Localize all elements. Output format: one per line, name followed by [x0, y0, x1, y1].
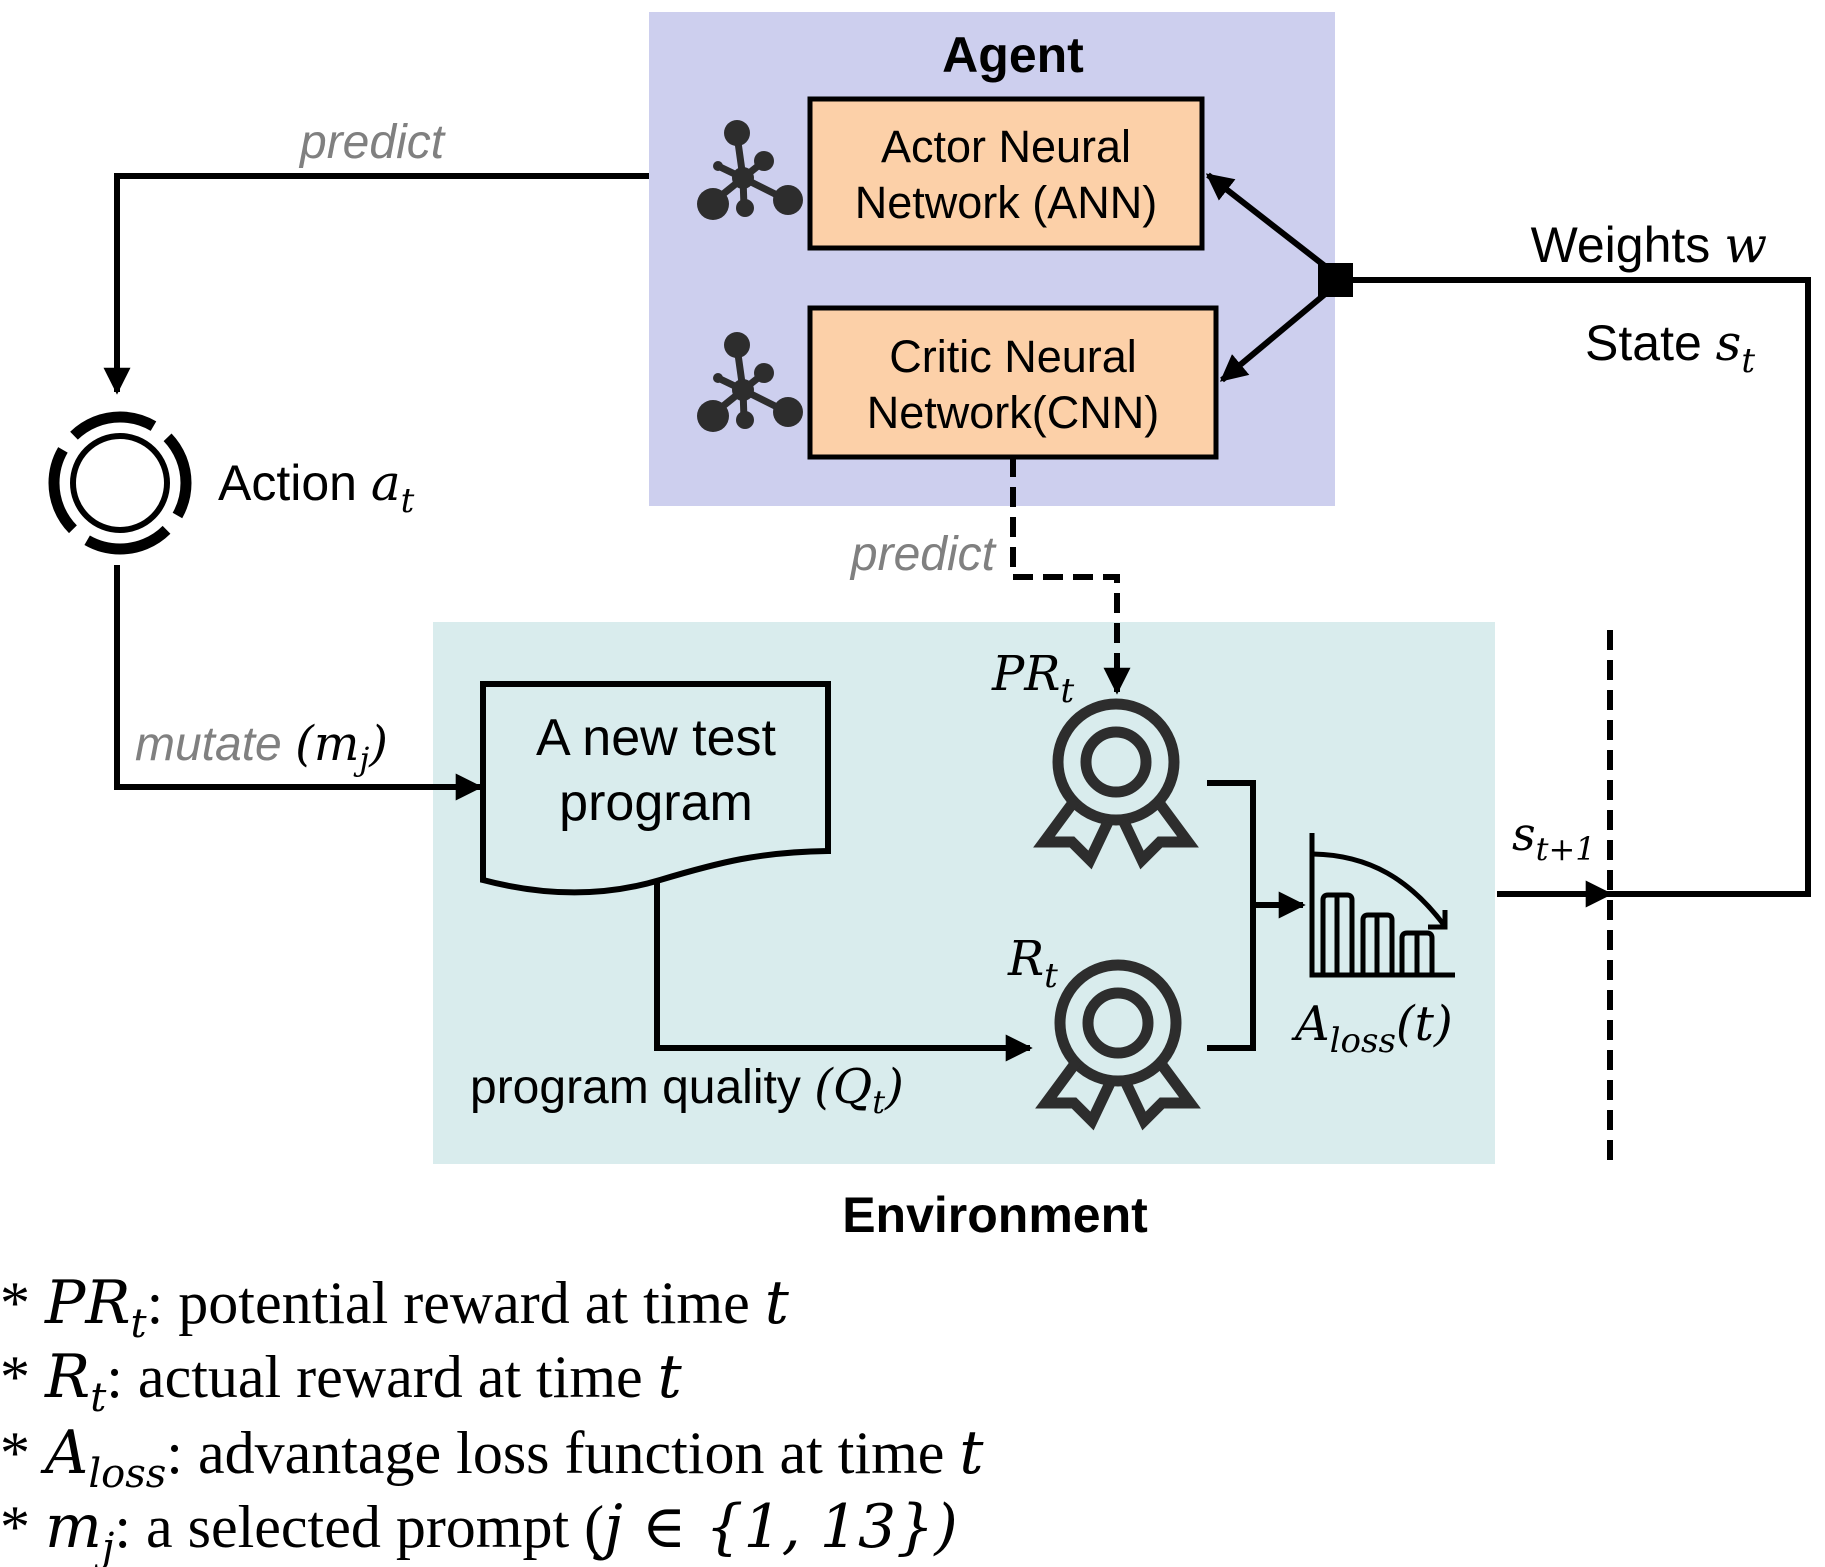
advantage-label: Aloss(t) [1291, 996, 1453, 1061]
quality-path [654, 880, 1033, 1062]
actual-reward-label: Rt [1007, 931, 1058, 996]
weights-label: Weights w [1531, 216, 1767, 274]
award-ribbon-icon [1035, 959, 1201, 1131]
action-label: Action at [218, 454, 415, 521]
actor-label-line1: Actor Neural [881, 121, 1131, 172]
quality-label: program quality (Qt) [470, 1059, 904, 1121]
next-state-label: st+1 [1512, 807, 1596, 868]
predict-label-bottom: predict [849, 528, 997, 581]
declining-bar-chart-icon [1309, 833, 1455, 978]
environment-title: Environment [842, 1187, 1148, 1243]
legend: * PRt: potential reward at time t* Rt: a… [0, 1268, 984, 1567]
reward-merge-bracket [1207, 780, 1256, 1051]
critic-label-line2: Network(CNN) [867, 387, 1160, 438]
document-label-line2: program [559, 774, 753, 832]
actor-network-box: Actor Neural Network (ANN) [807, 96, 1205, 251]
weights-state-loop [1353, 277, 1811, 897]
neural-network-icon [697, 332, 803, 432]
predict-path-to-potential-reward [1010, 457, 1131, 695]
legend-item: * PRt: potential reward at time t [0, 1268, 790, 1347]
state-label: State st [1585, 314, 1755, 381]
mutate-path [114, 565, 483, 801]
legend-item: * mj: a selected prompt (j ∈ {1, 13}) [0, 1492, 958, 1567]
potential-reward-label: PRt [991, 646, 1074, 711]
predict-label-top: predict [298, 116, 446, 169]
actor-label-line2: Network (ANN) [855, 177, 1158, 228]
agent-title: Agent [942, 27, 1084, 83]
target-icon [48, 411, 192, 555]
arrow-to-critic [1219, 287, 1332, 383]
legend-item: * Aloss: advantage loss function at time… [0, 1418, 984, 1497]
document-label-line1: A new test [536, 709, 776, 767]
test-program-document: A new test program [480, 681, 831, 896]
critic-network-box: Critic Neural Network(CNN) [807, 305, 1219, 460]
critic-label-line1: Critic Neural [889, 331, 1137, 382]
legend-item: * Rt: actual reward at time t [0, 1342, 683, 1421]
neural-network-icon [697, 120, 803, 220]
mutate-label: mutate (mj) [135, 716, 388, 778]
predict-path-to-action [103, 173, 649, 395]
award-ribbon-icon [1033, 698, 1199, 870]
arrow-to-actor [1205, 172, 1332, 273]
